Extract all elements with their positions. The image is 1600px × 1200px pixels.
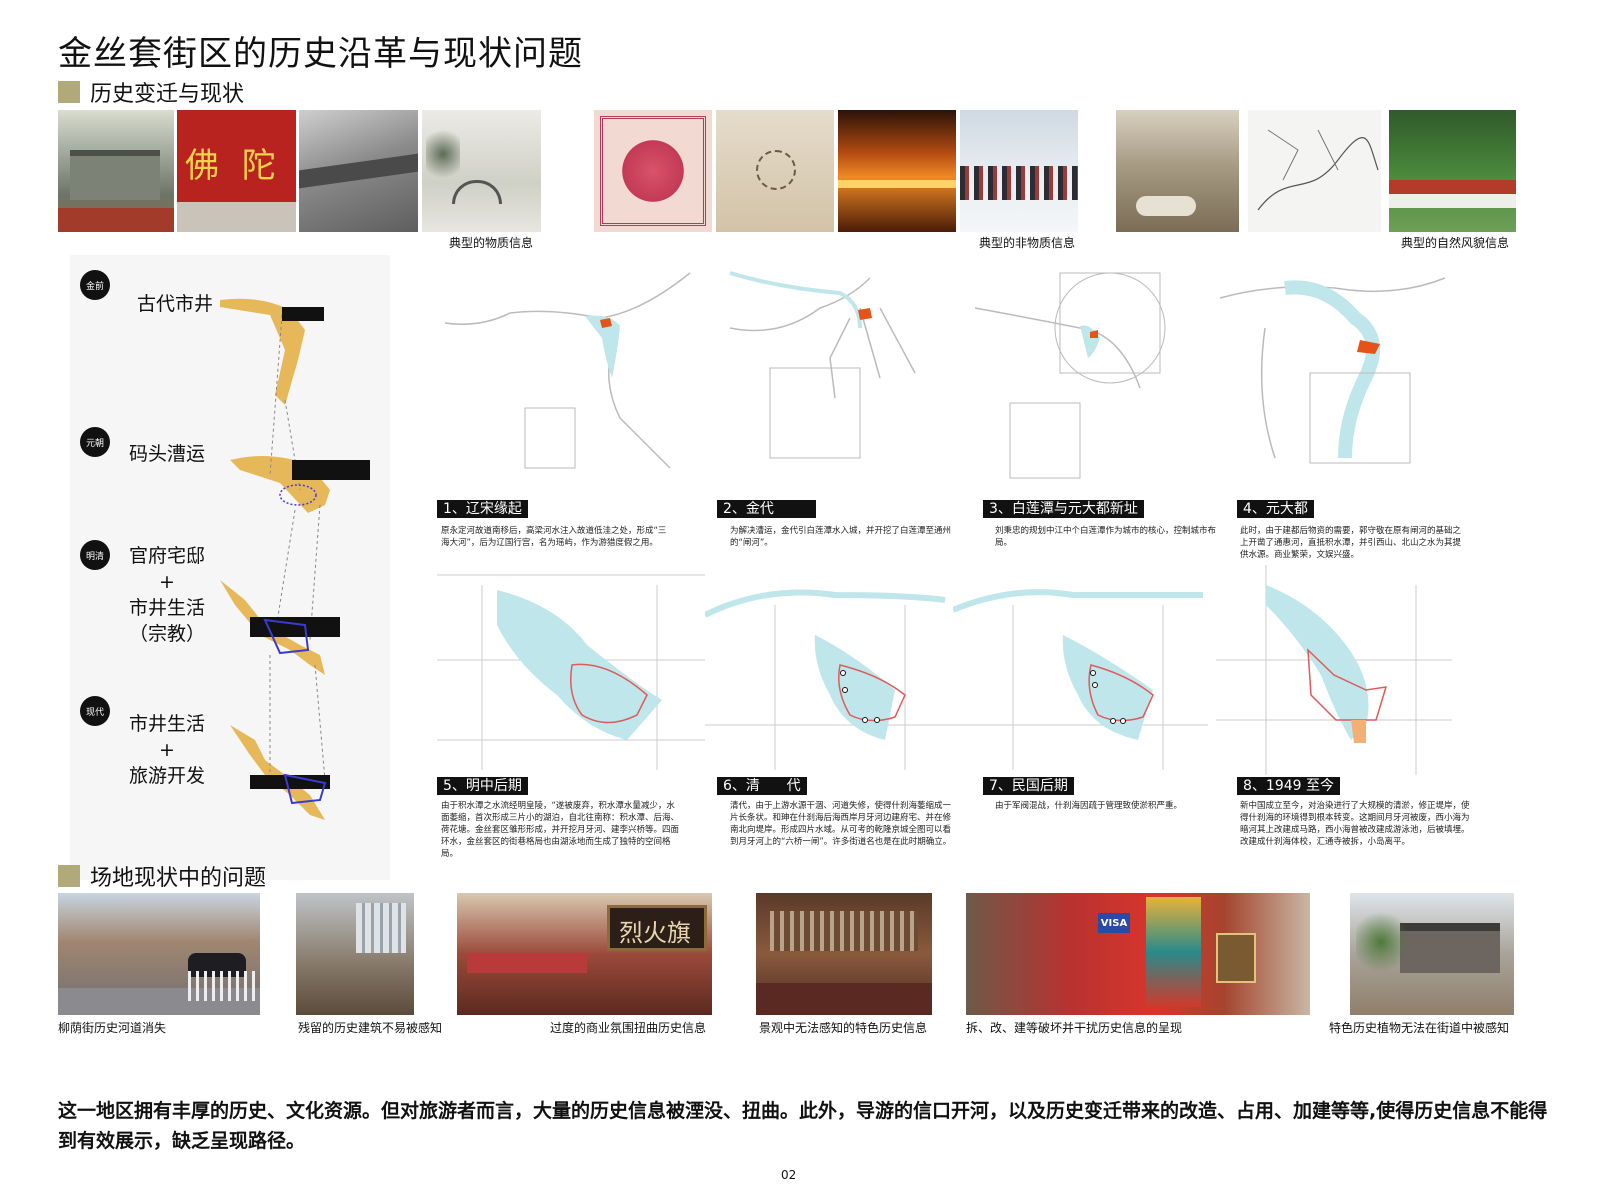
- map-desc-6: 清代，由于上游水源干涸、河道失修，使得什刹海萎缩成一片长条状。和珅在什刹海后海西…: [730, 801, 952, 847]
- era-label-ming-qing: 官府宅邸 + 市井生活 （宗教）: [122, 543, 212, 647]
- era-line: 码头漕运: [128, 443, 205, 465]
- timeline-panel: 金前 古代市井 元朝 码头漕运 明清 官府宅邸 + 市井生活 （宗教） 现代 市…: [70, 255, 390, 880]
- photo-commercial-street: 烈火旗: [457, 893, 712, 1015]
- era-label-modern: 市井生活 + 旅游开发: [122, 711, 212, 789]
- photo-red-wall-sign: 佛 陀: [177, 110, 296, 232]
- map-label-3: 3、白莲潭与元大都新址: [983, 500, 1144, 518]
- map-liao-song: [444, 272, 691, 469]
- photo-green-railing: [1389, 110, 1516, 232]
- section-heading-problems: 场地现状中的问题: [58, 860, 266, 892]
- map-label-7: 7、民国后期: [983, 777, 1074, 795]
- era-line: 官府宅邸: [128, 545, 205, 567]
- map-label-5: 5、明中后期: [437, 777, 528, 795]
- visa-sticker: VISA: [1098, 913, 1130, 933]
- caption-problem-3: 过度的商业氛围扭曲历史信息: [550, 1021, 707, 1035]
- caption-natural: 典型的自然风貌信息: [1401, 236, 1510, 250]
- section-marker: [58, 81, 80, 103]
- era-badge-ming-qing: 明清: [80, 540, 110, 570]
- map-desc-1: 原永定河故道南移后，高梁河水注入故道低洼之处，形成“三海大河”，后为辽国行宫，名…: [441, 526, 667, 548]
- era-label-pre-jin: 古代市井: [130, 291, 220, 317]
- map-desc-8: 新中国成立至今，对治染进行了大规模的清淤，修正堤岸，使得什刹海的环境得到根本转变…: [1240, 801, 1470, 847]
- era-line: 旅游开发: [128, 765, 205, 787]
- era-line: +: [159, 571, 175, 593]
- photo-old-building-remains: [296, 893, 414, 1015]
- map-desc-4: 此时，由于建都后物资的需要，郭守敬在原有闸河的基础之上开凿了通惠河，直抵积水潭，…: [1240, 526, 1462, 560]
- photo-gray-roof: [299, 110, 418, 232]
- shop-sign-text: 烈火旗: [619, 919, 691, 947]
- page-title: 金丝套街区的历史沿革与现状问题: [58, 34, 583, 74]
- section-heading-history: 历史变迁与现状: [58, 76, 244, 108]
- photo-folk-print: [594, 110, 712, 232]
- photo-ice-skaters-painting: [716, 110, 834, 232]
- red-wall-text: 佛 陀: [185, 146, 282, 186]
- caption-problem-1: 柳荫街历史河道消失: [58, 1021, 167, 1035]
- caption-material: 典型的物质信息: [449, 236, 534, 250]
- map-label-1: 1、辽宋缘起: [437, 500, 528, 518]
- era-line: 古代市井: [136, 293, 213, 315]
- line-drawing-sketch: [1257, 129, 1379, 211]
- map-republic: [953, 589, 1208, 770]
- page-number: 02: [781, 1168, 797, 1182]
- photo-line-drawing: [1248, 110, 1381, 232]
- map-label-8: 8、1949 至今: [1237, 777, 1340, 795]
- era-label-yuan: 码头漕运: [122, 441, 212, 467]
- caption-problem-2: 残留的历史建筑不易被感知: [298, 1021, 443, 1035]
- map-desc-2: 为解决漕运，金代引白莲潭水入城，并开挖了白莲潭至通州的“闸河”。: [730, 526, 952, 548]
- map-ming: [437, 574, 705, 770]
- photo-altered-buildings: VISA: [966, 893, 1310, 1015]
- map-desc-3: 刘秉忠的规划中江中个白莲潭作为城市的核心，控制城市布局。: [995, 526, 1217, 548]
- photo-ink-painting: [422, 110, 541, 232]
- photo-ice-lake-crowd: [960, 110, 1078, 232]
- section-marker: [58, 865, 80, 887]
- map-label-6: 6、清 代: [717, 777, 807, 795]
- summary-text: 这一地区拥有丰厚的历史、文化资源。但对旅游者而言，大量的历史信息被湮没、扭曲。此…: [58, 1100, 1548, 1152]
- caption-intangible: 典型的非物质信息: [979, 236, 1076, 250]
- caption-problem-6: 特色历史植物无法在街道中被感知: [1329, 1021, 1510, 1035]
- section-heading-text: 历史变迁与现状: [90, 82, 245, 107]
- map-1949-present: [1216, 565, 1452, 775]
- era-line: +: [159, 739, 175, 761]
- map-jin: [729, 271, 916, 459]
- photo-historic-tree: [1350, 893, 1514, 1015]
- era-line: 市井生活: [128, 597, 205, 619]
- photo-old-building: [58, 110, 174, 232]
- map-label-2: 2、金代: [717, 500, 816, 518]
- era-line: 市井生活: [128, 713, 205, 735]
- era-badge-modern: 现代: [80, 696, 110, 726]
- era-line: （宗教）: [128, 623, 205, 645]
- section-heading-text: 场地现状中的问题: [90, 866, 267, 891]
- era-badge-pre-jin: 金前: [80, 270, 110, 300]
- map-bailiantan: [974, 272, 1166, 479]
- photo-carved-facade: [756, 893, 932, 1015]
- map-desc-5: 由于积水潭之水流经明皇陵，“遂被废弃，积水潭水量减少，水面萎缩，首次形成三片小的…: [441, 801, 680, 859]
- map-qing: [705, 589, 953, 770]
- era-badge-yuan: 元朝: [80, 427, 110, 457]
- photo-night-lake: [838, 110, 956, 232]
- map-yuan-dadu: [1219, 277, 1446, 464]
- caption-problem-5: 拆、改、建等破坏并干扰历史信息的呈现: [966, 1021, 1183, 1035]
- caption-problem-4: 景观中无法感知的特色历史信息: [759, 1021, 928, 1035]
- timeline-sketch: [220, 298, 370, 820]
- photo-liuyin-street: [58, 893, 260, 1015]
- photo-old-lakeside: [1116, 110, 1239, 232]
- map-desc-7: 由于军阀混战，什刹海因疏于管理致使淤积严重。: [995, 801, 1183, 811]
- map-label-4: 4、元大都: [1237, 500, 1314, 518]
